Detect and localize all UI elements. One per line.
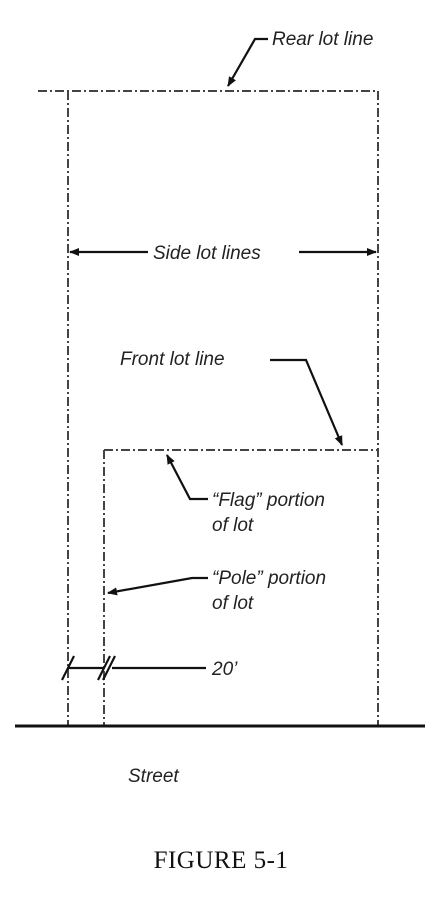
dimension-tick-right-a (97, 655, 111, 681)
dimension-tick-left (61, 655, 75, 681)
pole-portion-label-line2: of lot (212, 593, 254, 614)
street-label: Street (128, 766, 179, 787)
figure-caption: FIGURE 5-1 (154, 847, 289, 874)
rear-lot-line-arrow (227, 37, 268, 87)
pole-portion-label-line1: “Pole” portion (212, 568, 326, 589)
dimension-tick-right-b (102, 655, 116, 681)
flag-portion-arrow (166, 454, 208, 501)
side-lot-lines-label: Side lot lines (153, 243, 261, 264)
pole-portion-arrow (107, 576, 208, 596)
dimension-label: 20’ (211, 659, 238, 680)
rear-lot-line-label: Rear lot line (272, 29, 373, 50)
front-lot-line-label: Front lot line (120, 349, 225, 370)
front-lot-line-arrow (270, 358, 344, 446)
flag-portion-label-line2: of lot (212, 515, 254, 536)
flag-portion-label-line1: “Flag” portion (212, 490, 325, 511)
